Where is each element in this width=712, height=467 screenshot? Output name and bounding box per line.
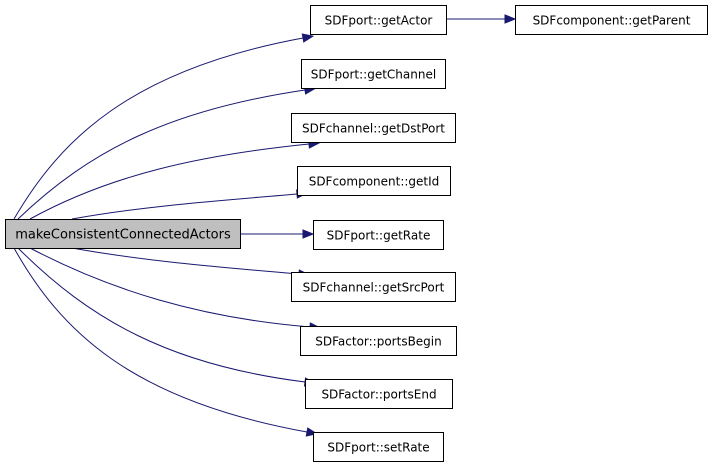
node-box[interactable] — [291, 113, 456, 143]
node-box[interactable] — [313, 432, 444, 462]
edge-line — [71, 193, 298, 220]
node-portsEnd[interactable]: SDFactor::portsEnd — [305, 379, 453, 409]
edge-line — [13, 247, 308, 433]
node-getChannel[interactable]: SDFport::getChannel — [301, 59, 446, 89]
node-getActor[interactable]: SDFport::getActor — [310, 5, 447, 35]
node-portsBegin[interactable]: SDFactor::portsBegin — [300, 326, 457, 356]
node-box[interactable] — [301, 59, 446, 89]
node-getSrcPort[interactable]: SDFchannel::getSrcPort — [291, 272, 456, 302]
nodes-layer: makeConsistentConnectedActors SDFport::ge… — [5, 5, 708, 462]
edge-line — [13, 37, 304, 220]
edge-root-to-getActor — [13, 33, 315, 220]
node-label: SDFport::getActor — [325, 14, 433, 28]
edge-root-to-getId — [71, 189, 309, 220]
node-label: SDFcomponent::getId — [309, 175, 440, 189]
node-label: SDFport::setRate — [327, 441, 429, 455]
edge-getActor-to-getParent — [446, 14, 517, 24]
edge-root-to-setRate — [13, 247, 319, 437]
edge-root-to-getSrcPort — [71, 247, 311, 279]
node-label: SDFactor::portsBegin — [315, 335, 442, 349]
node-label: SDFchannel::getDstPort — [302, 122, 445, 136]
arrowhead-icon — [301, 33, 315, 43]
node-label: SDFcomponent::getParent — [533, 14, 691, 28]
node-label: makeConsistentConnectedActors — [15, 228, 231, 243]
node-box[interactable] — [305, 379, 453, 409]
node-getParent[interactable]: SDFcomponent::getParent — [515, 5, 708, 35]
node-box[interactable] — [297, 166, 451, 196]
node-getId[interactable]: SDFcomponent::getId — [297, 166, 451, 196]
edge-line — [17, 89, 306, 220]
node-box[interactable] — [300, 326, 457, 356]
node-box[interactable] — [5, 219, 241, 249]
node-root[interactable]: makeConsistentConnectedActors — [5, 219, 241, 249]
edge-line — [17, 247, 306, 383]
arrowhead-icon — [504, 14, 517, 24]
node-box[interactable] — [291, 272, 456, 302]
arrowhead-icon — [302, 229, 315, 239]
node-label: SDFactor::portsEnd — [321, 388, 436, 402]
node-box[interactable] — [515, 5, 708, 35]
node-box[interactable] — [313, 220, 444, 250]
edge-root-to-portsEnd — [17, 247, 317, 387]
edge-line — [71, 247, 300, 275]
node-setRate[interactable]: SDFport::setRate — [313, 432, 444, 462]
node-label: SDFchannel::getSrcPort — [303, 281, 445, 295]
node-box[interactable] — [310, 5, 447, 35]
node-getDstPort[interactable]: SDFchannel::getDstPort — [291, 113, 456, 143]
edge-root-to-getRate — [240, 229, 315, 239]
node-getRate[interactable]: SDFport::getRate — [313, 220, 444, 250]
edge-line — [29, 143, 310, 220]
edge-root-to-portsBegin — [29, 247, 322, 332]
node-label: SDFport::getRate — [327, 229, 431, 243]
edge-root-to-getDstPort — [29, 139, 321, 220]
edge-line — [29, 247, 311, 328]
node-label: SDFport::getChannel — [311, 68, 436, 82]
